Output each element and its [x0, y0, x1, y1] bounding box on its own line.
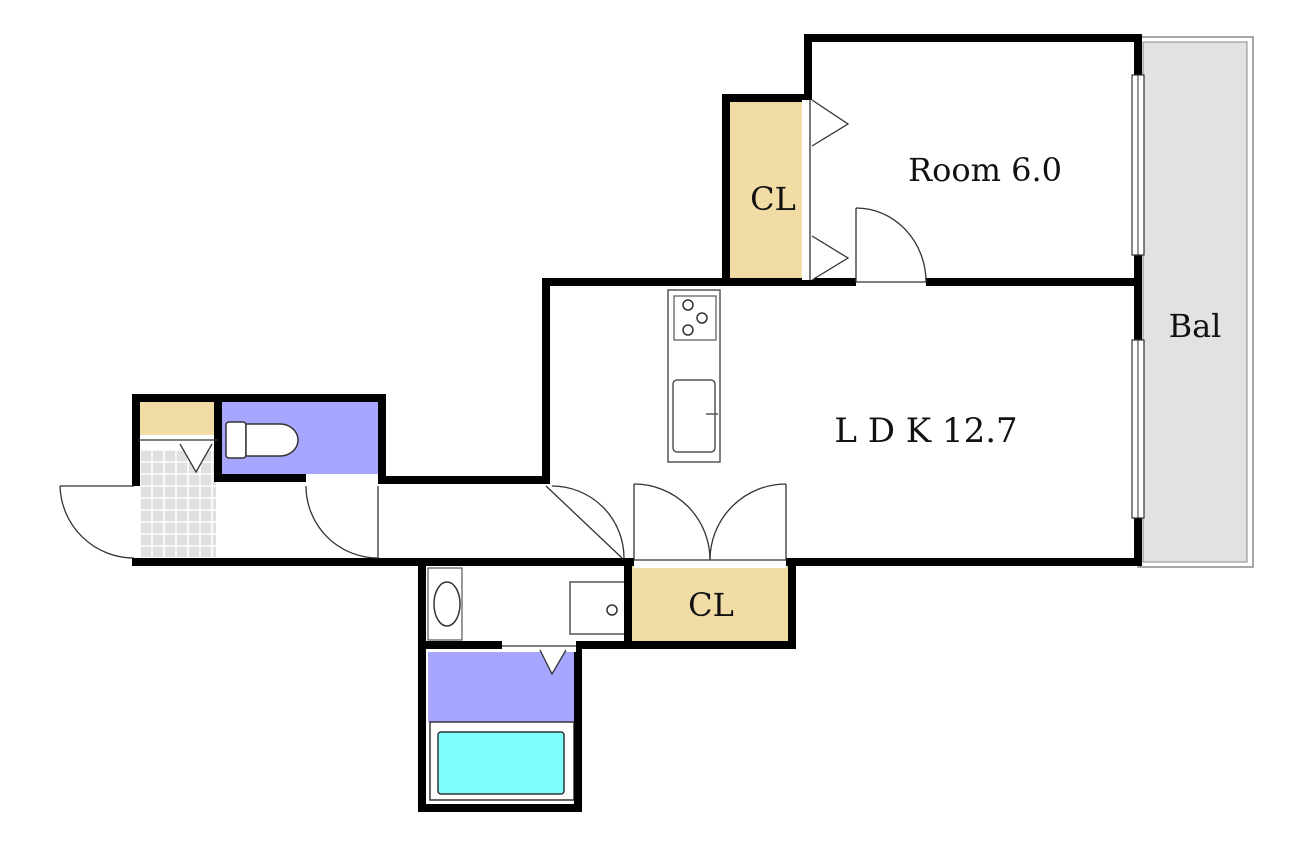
kitchen-counter [667, 289, 721, 463]
walls [132, 34, 1142, 812]
doors [59, 99, 927, 676]
windows [1131, 74, 1145, 519]
closet-lower [632, 566, 792, 644]
balcony-label: Bal [1169, 307, 1222, 345]
closet-lower-label: CL [688, 586, 734, 624]
bathtub [429, 721, 575, 801]
toilet-fixture [225, 421, 299, 459]
balcony [1137, 36, 1254, 568]
entry-shelf [138, 400, 218, 435]
entry-tiles [139, 449, 216, 560]
washroom-fixtures [427, 567, 627, 641]
ldk-label: L D K 12.7 [834, 411, 1017, 451]
room-label: Room 6.0 [908, 151, 1062, 189]
closet-upper [726, 98, 806, 282]
closet-upper-label: CL [750, 180, 796, 218]
